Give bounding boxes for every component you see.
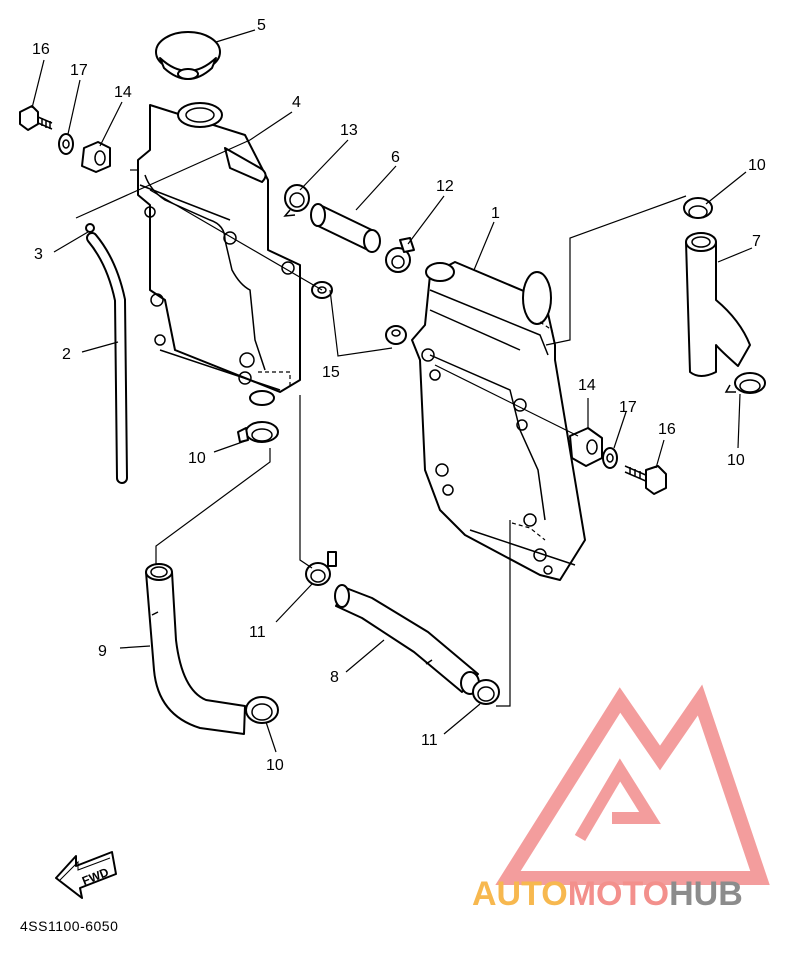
radiator-cap — [155, 31, 221, 80]
bolt-right — [624, 465, 667, 495]
watermark-text: AUTOMOTOHUB — [472, 875, 743, 913]
watermark-moto: MOTO — [568, 875, 669, 913]
bolt-left — [19, 105, 53, 131]
callout-13: 13 — [340, 122, 358, 139]
left-radiator — [137, 102, 301, 406]
callout-17-right: 17 — [619, 399, 637, 416]
collar-left — [81, 141, 111, 173]
callout-12: 12 — [436, 178, 454, 195]
hose-clamp-11-lower — [472, 679, 500, 705]
hose-6 — [310, 203, 381, 253]
fwd-arrow-icon: FWD — [55, 851, 117, 899]
hose-9 — [145, 563, 246, 735]
callout-leaders — [31, 29, 753, 753]
hose-clamp-10-top-right — [683, 197, 713, 219]
callout-16-right: 16 — [658, 421, 676, 438]
hose-clamp-10-mid-right — [724, 372, 766, 394]
callout-11-lower: 11 — [421, 732, 438, 749]
callout-16-left: 16 — [32, 41, 50, 58]
callout-11-upper: 11 — [249, 624, 266, 641]
hose-clamp-10-left — [237, 421, 279, 443]
callout-14-left: 14 — [114, 84, 132, 101]
hose-clamp-11-upper — [305, 551, 337, 586]
callout-10-top-right: 10 — [748, 157, 766, 174]
diagram-code: 4SS1100-6050 — [20, 918, 118, 934]
callout-15: 15 — [322, 364, 340, 381]
hose-7 — [685, 232, 751, 377]
watermark-hub: HUB — [669, 875, 743, 913]
grommet-lower — [385, 325, 407, 345]
callout-10-bottom: 10 — [266, 757, 284, 774]
callout-6: 6 — [391, 149, 400, 166]
washer-right — [602, 447, 618, 469]
hose-clamp-13 — [283, 184, 310, 217]
callout-10-right: 10 — [727, 452, 745, 469]
hose-clamp-10-bottom — [245, 696, 279, 724]
connection-lines — [75, 139, 687, 707]
right-radiator — [411, 261, 586, 581]
automotohub-logo-icon — [495, 684, 770, 885]
hose-8 — [334, 584, 480, 695]
callout-7: 7 — [752, 233, 761, 250]
callout-9: 9 — [98, 643, 107, 660]
callout-1: 1 — [491, 205, 500, 222]
callout-4: 4 — [292, 94, 301, 111]
callout-10-left: 10 — [188, 450, 206, 467]
hose-clamp-12 — [385, 237, 415, 273]
callout-14-right: 14 — [578, 377, 596, 394]
collar-right — [569, 427, 603, 467]
overflow-hose — [85, 223, 128, 484]
washer-left — [58, 133, 74, 155]
callout-labels: 16 17 14 5 4 13 6 12 1 10 7 3 2 15 14 17… — [32, 17, 766, 774]
watermark-auto: AUTO — [472, 875, 568, 913]
callout-3: 3 — [34, 246, 43, 263]
callout-2: 2 — [62, 346, 71, 363]
callout-8: 8 — [330, 669, 339, 686]
callout-5: 5 — [257, 17, 266, 34]
callout-17-left: 17 — [70, 62, 88, 79]
